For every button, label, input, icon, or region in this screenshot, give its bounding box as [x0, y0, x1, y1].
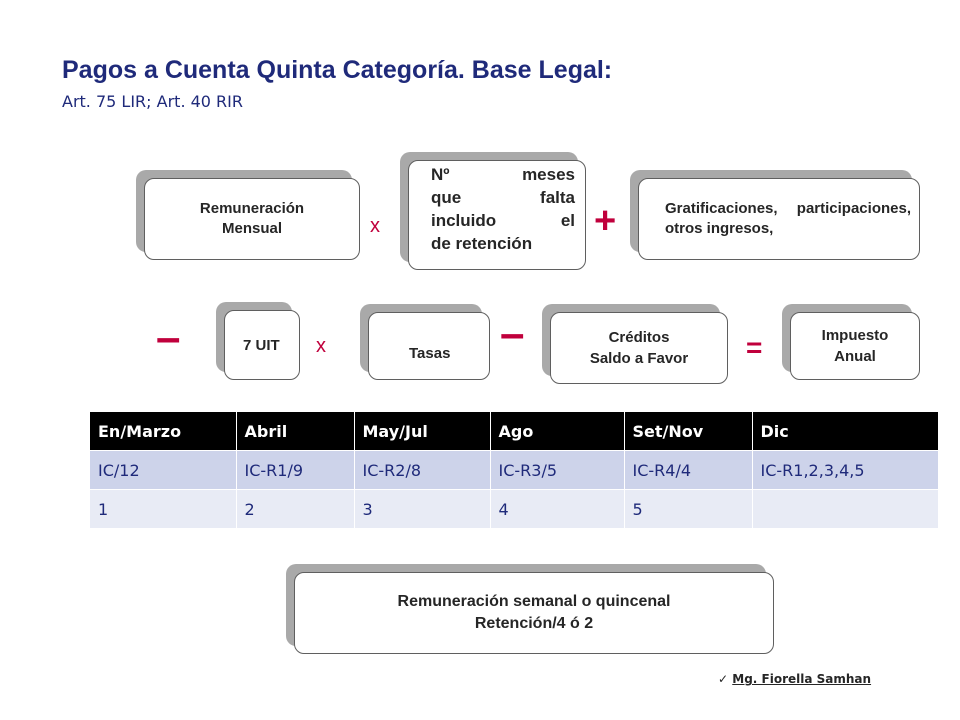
table-cell: 1 — [90, 489, 237, 528]
remuneracion-semanal-label: Remuneración semanal o quincenal — [397, 593, 671, 610]
minus-operator-1: – — [156, 313, 181, 362]
table-header-cell: En/Marzo — [90, 412, 237, 451]
plus-operator: + — [594, 200, 617, 242]
meses-word-3: que — [431, 188, 462, 207]
gratificaciones-box: Gratificaciones, participaciones, otros … — [630, 170, 920, 260]
table-cell: 4 — [490, 489, 625, 528]
creditos-saldo-box: Créditos Saldo a Favor — [542, 304, 728, 384]
siete-uit-box: 7 UIT — [216, 302, 300, 380]
author-credit: ✓ Mg. Fiorella Samhan — [718, 672, 871, 686]
table-cell: IC-R1,2,3,4,5 — [752, 450, 939, 490]
table-header-cell: Ago — [490, 412, 625, 451]
creditos-label: Créditos — [608, 329, 670, 346]
meses-word-1: Nº — [431, 165, 450, 184]
remuneracion-mensual-label: Remuneración Mensual — [199, 200, 305, 237]
meses-word-4: falta — [540, 188, 575, 207]
table-cell: IC-R1/9 — [236, 450, 355, 490]
siete-uit-label: 7 UIT — [243, 336, 280, 354]
table-cell: IC-R2/8 — [354, 450, 491, 490]
remuneracion-semanal-box: Remuneración semanal o quincenal Retenci… — [286, 564, 774, 654]
remuneracion-mensual-box: Remuneración Mensual — [136, 170, 360, 260]
table-header-cell: Dic — [752, 412, 939, 451]
impuesto-anual-box: Impuesto Anual — [782, 304, 920, 380]
table-header-row: En/Marzo Abril May/Jul Ago Set/Nov Dic — [90, 412, 939, 451]
saldo-favor-label: Saldo a Favor — [589, 350, 689, 367]
multiply-operator-1: x — [370, 215, 380, 237]
table-cell: 2 — [236, 489, 355, 528]
table-cell — [752, 489, 939, 528]
equals-operator: = — [746, 332, 763, 363]
tasas-label: Tasas — [409, 344, 451, 362]
table-header-cell: May/Jul — [354, 412, 491, 451]
author-name: Mg. Fiorella Samhan — [732, 672, 872, 686]
table-header-cell: Set/Nov — [624, 412, 753, 451]
tasas-box: Tasas — [360, 304, 490, 380]
meses-word-2: meses — [522, 165, 575, 184]
table-cell: 3 — [354, 489, 491, 528]
meses-word-7: de retención — [431, 234, 533, 253]
table-cell: IC-R3/5 — [490, 450, 625, 490]
gratificaciones-label: Gratificaciones, participaciones, otros … — [665, 200, 911, 237]
meses-retencion-box: Nº meses que falta incluido el de retenc… — [400, 152, 586, 270]
minus-operator-2: – — [500, 309, 525, 358]
anual-label: Anual — [834, 348, 876, 365]
page-title: Pagos a Cuenta Quinta Categoría. Base Le… — [62, 56, 613, 84]
check-icon: ✓ — [718, 672, 729, 686]
schedule-table: En/Marzo Abril May/Jul Ago Set/Nov Dic I… — [90, 412, 939, 528]
impuesto-label: Impuesto — [821, 327, 889, 344]
meses-word-5: incluido — [431, 211, 497, 230]
multiply-operator-2: x — [316, 335, 326, 357]
retencion-label: Retención/4 ó 2 — [474, 615, 594, 632]
table-row: IC/12 IC-R1/9 IC-R2/8 IC-R3/5 IC-R4/4 IC… — [90, 450, 939, 490]
page-subtitle: Art. 75 LIR; Art. 40 RIR — [62, 92, 244, 111]
meses-word-6: el — [560, 211, 575, 230]
table-row: 1 2 3 4 5 — [90, 489, 939, 528]
table-cell: 5 — [624, 489, 753, 528]
table-header-cell: Abril — [236, 412, 355, 451]
table-cell: IC/12 — [90, 450, 237, 490]
table-cell: IC-R4/4 — [624, 450, 753, 490]
